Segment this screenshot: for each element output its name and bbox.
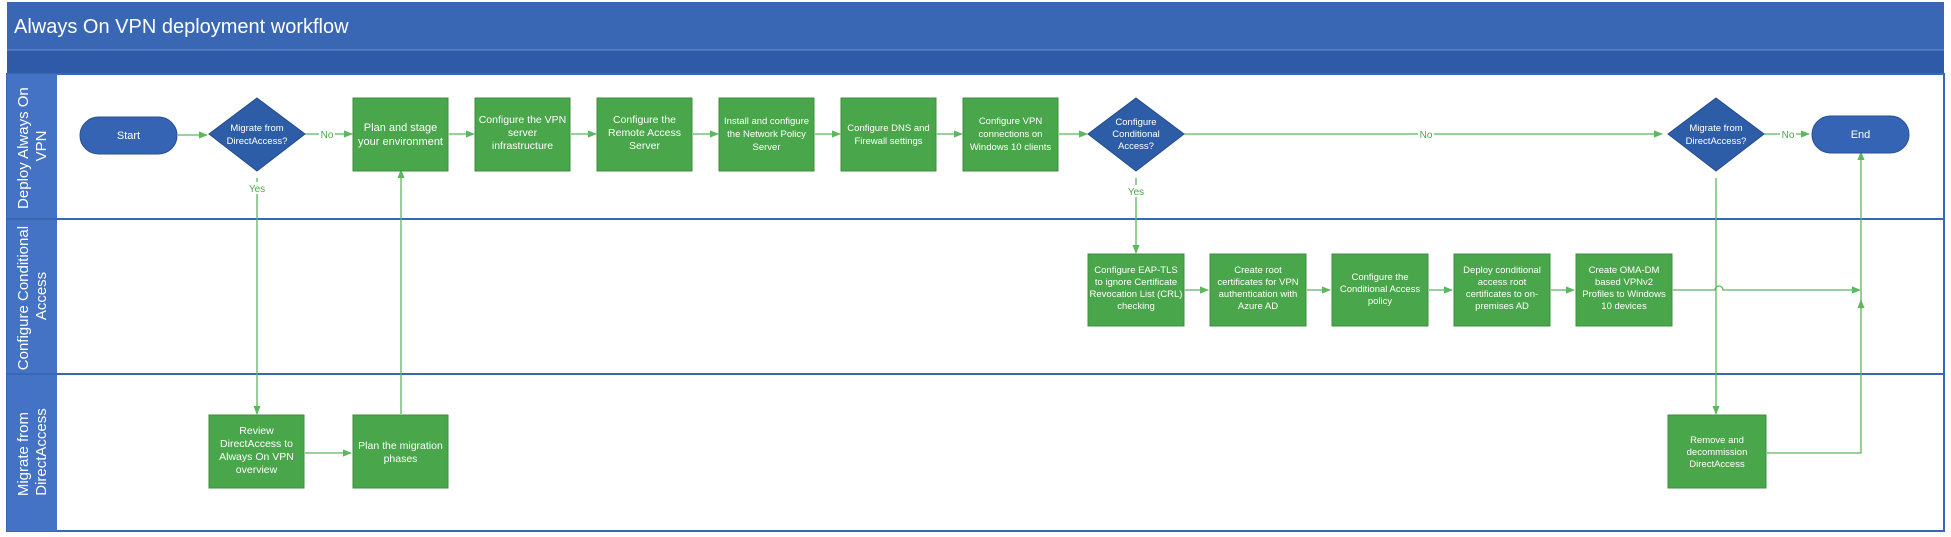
- lane-label-3: Migrate from DirectAccess: [15, 408, 50, 496]
- lane-label-2-line-2: Access: [33, 272, 50, 320]
- dec1-yes-label: Yes: [249, 184, 265, 195]
- lane-label-1-line-2: VPN: [33, 131, 50, 162]
- step-plan-migration-phases: [352, 414, 449, 489]
- lane-label-2: Configure Conditional Access: [15, 222, 50, 370]
- diagram-title: Always On VPN deployment workflow: [14, 16, 349, 38]
- step-configure-dns-firewall: [840, 97, 937, 172]
- edge-omadm-to-bus: [1673, 285, 1861, 294]
- dec3-no-label: No: [1782, 130, 1795, 141]
- end-terminal: [1811, 115, 1910, 154]
- step-configure-vpn-server: [474, 97, 571, 172]
- lane-label-3-line-1: Migrate from: [15, 412, 32, 496]
- dec2-yes-label: Yes: [1128, 187, 1144, 198]
- lane-label-1-line-1: Deploy Always On: [15, 87, 32, 209]
- lane-label-bg-2: [7, 219, 57, 374]
- edge-remove-to-end: [1767, 151, 1865, 454]
- svg-text:Migrate from DirectAcc: Migrate from DirectAccess: [15, 408, 50, 496]
- decision-configure-conditional-access: [1087, 97, 1185, 172]
- step-create-oma-dm-profiles: [1575, 253, 1673, 327]
- dec1-no-label: No: [321, 130, 334, 141]
- svg-text:Configure Conditional: Configure Conditional Access: [15, 222, 50, 370]
- dec2-no-label: No: [1420, 130, 1433, 141]
- svg-text:Deploy Always On VPN: Deploy Always On VPN: [15, 83, 50, 209]
- decision-migrate-from-directaccess-2: [1667, 97, 1765, 172]
- header-band: [7, 50, 1944, 74]
- step-plan-and-stage: [352, 97, 449, 172]
- decision-migrate-from-directaccess-1: [208, 97, 306, 172]
- step-configure-ca-policy: [1331, 253, 1429, 327]
- header-bar: [7, 2, 1944, 50]
- lane-label-bg-1: [7, 74, 57, 219]
- step-create-root-certificates: [1209, 253, 1307, 327]
- step-install-nps: [718, 97, 815, 172]
- step-review-directaccess: [208, 414, 305, 489]
- step-remove-decommission: [1667, 414, 1767, 489]
- start-terminal: [79, 116, 178, 155]
- lane-label-3-line-2: DirectAccess: [33, 408, 50, 496]
- step-configure-vpn-connections: [962, 97, 1059, 172]
- edge-labels: No Yes No Yes No: [248, 127, 1796, 198]
- step-configure-remote-access: [596, 97, 693, 172]
- lane-label-1: Deploy Always On VPN: [15, 83, 50, 209]
- end-label: End: [1851, 129, 1871, 141]
- lane-label-bg-3: [7, 374, 57, 531]
- lane-label-2-line-1: Configure Conditional: [15, 226, 32, 370]
- step-deploy-ca-root-certificates: [1453, 253, 1551, 327]
- step-configure-eap-tls: [1087, 253, 1185, 327]
- nodes: [79, 97, 1910, 489]
- start-label: Start: [117, 130, 140, 142]
